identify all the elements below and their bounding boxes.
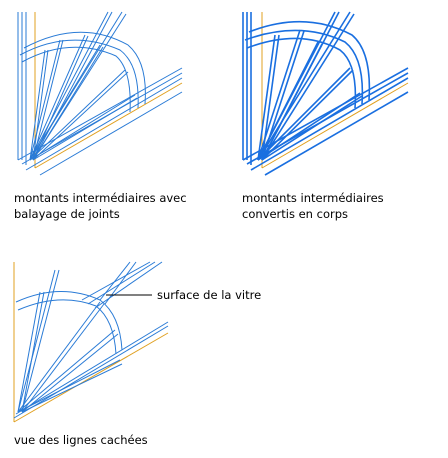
caption-hidden-line1: vue des lignes cachées	[14, 433, 148, 447]
caption-sweep-line2: balayage de joints	[14, 207, 120, 221]
caption-bodies-line2: convertis en corps	[242, 207, 349, 221]
frame-lines-bodies	[261, 12, 409, 169]
caption-bodies: montants intermédiaires convertis en cor…	[242, 190, 384, 222]
mullion-lines-hidden	[13, 261, 169, 419]
mullion-lines-bodies	[242, 11, 409, 176]
mullion-lines-sweep	[17, 11, 183, 176]
callout-label: surface de la vitre	[157, 288, 261, 302]
frame-lines-hidden	[13, 262, 169, 423]
caption-sweep-line1: montants intermédiaires avec	[14, 191, 187, 205]
caption-bodies-line1: montants intermédiaires	[242, 191, 384, 205]
caption-sweep: montants intermédiaires avec balayage de…	[14, 190, 187, 222]
caption-hidden: vue des lignes cachées	[14, 432, 148, 448]
